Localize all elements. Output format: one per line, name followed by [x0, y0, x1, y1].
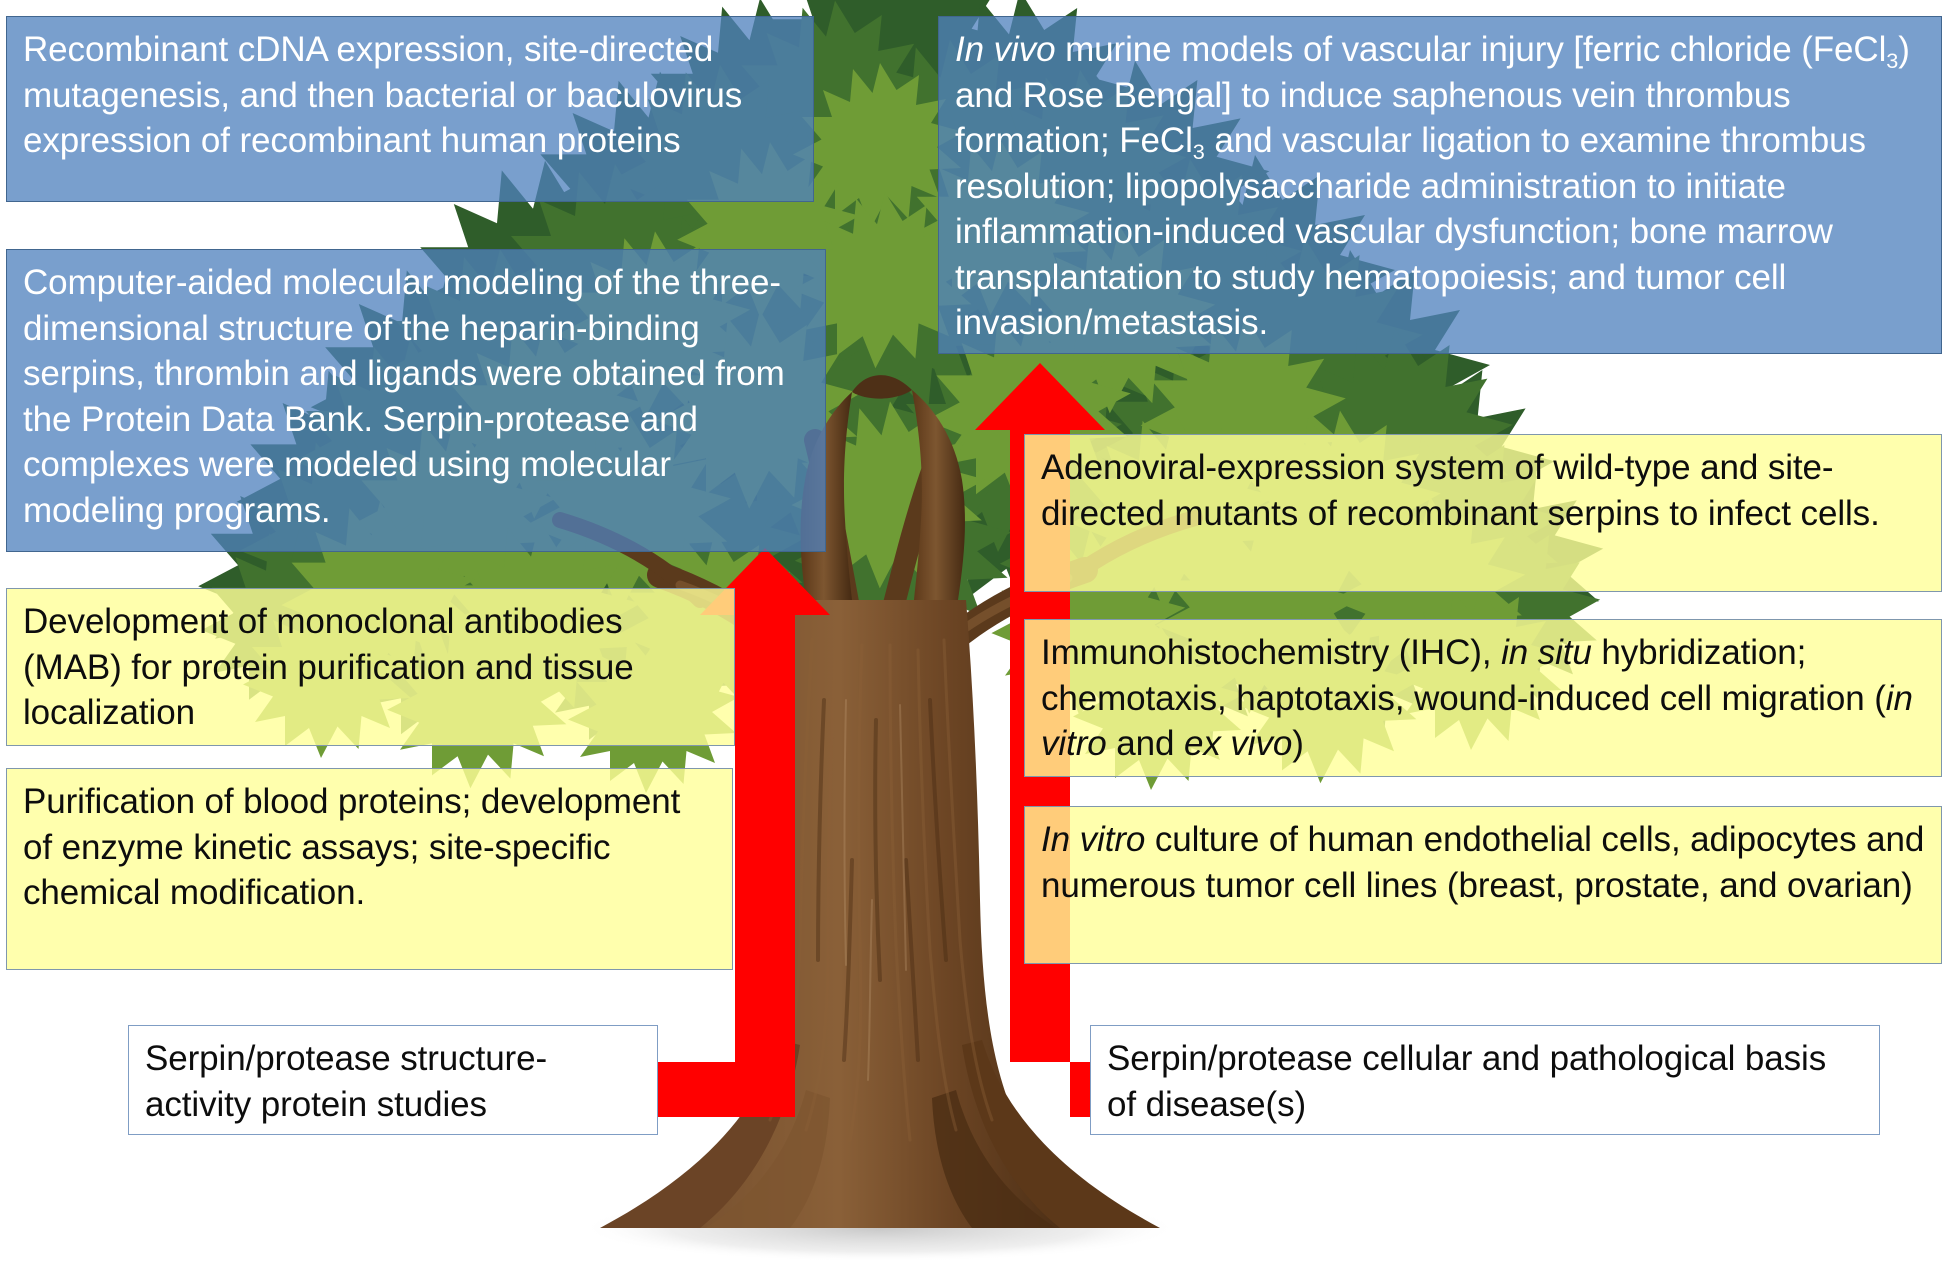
blood-protein-purification-text: Purification of blood proteins; developm… — [23, 782, 681, 912]
serpin-protease-cellular-pathological-text: Serpin/protease cellular and pathologica… — [1107, 1039, 1827, 1124]
monoclonal-antibodies-text: Development of monoclonal antibodies (MA… — [23, 602, 634, 732]
molecular-modeling-box: Computer-aided molecular modeling of the… — [6, 249, 826, 552]
serpin-protease-structure-activity-label: Serpin/protease structure-activity prote… — [128, 1025, 658, 1135]
in-vivo-murine-models-text: In vivo murine models of vascular injury… — [955, 30, 1910, 342]
adenoviral-expression-text: Adenoviral-expression system of wild-typ… — [1041, 448, 1880, 533]
in-vitro-culture-box: In vitro culture of human endothelial ce… — [1024, 806, 1942, 964]
serpin-protease-structure-activity-text: Serpin/protease structure-activity prote… — [145, 1039, 548, 1124]
in-vitro-culture-text: In vitro culture of human endothelial ce… — [1041, 820, 1925, 905]
serpin-protease-cellular-pathological-label: Serpin/protease cellular and pathologica… — [1090, 1025, 1880, 1135]
immunohistochemistry-text: Immunohistochemistry (IHC), in situ hybr… — [1041, 633, 1913, 763]
adenoviral-expression-box: Adenoviral-expression system of wild-typ… — [1024, 434, 1942, 592]
blood-protein-purification-box: Purification of blood proteins; developm… — [6, 768, 733, 970]
monoclonal-antibodies-box: Development of monoclonal antibodies (MA… — [6, 588, 735, 746]
immunohistochemistry-box: Immunohistochemistry (IHC), in situ hybr… — [1024, 619, 1942, 777]
recombinant-cdna-box: Recombinant cDNA expression, site-direct… — [6, 16, 814, 202]
recombinant-cdna-text: Recombinant cDNA expression, site-direct… — [23, 30, 743, 160]
molecular-modeling-text: Computer-aided molecular modeling of the… — [23, 263, 785, 530]
in-vivo-murine-models-box: In vivo murine models of vascular injury… — [938, 16, 1942, 354]
